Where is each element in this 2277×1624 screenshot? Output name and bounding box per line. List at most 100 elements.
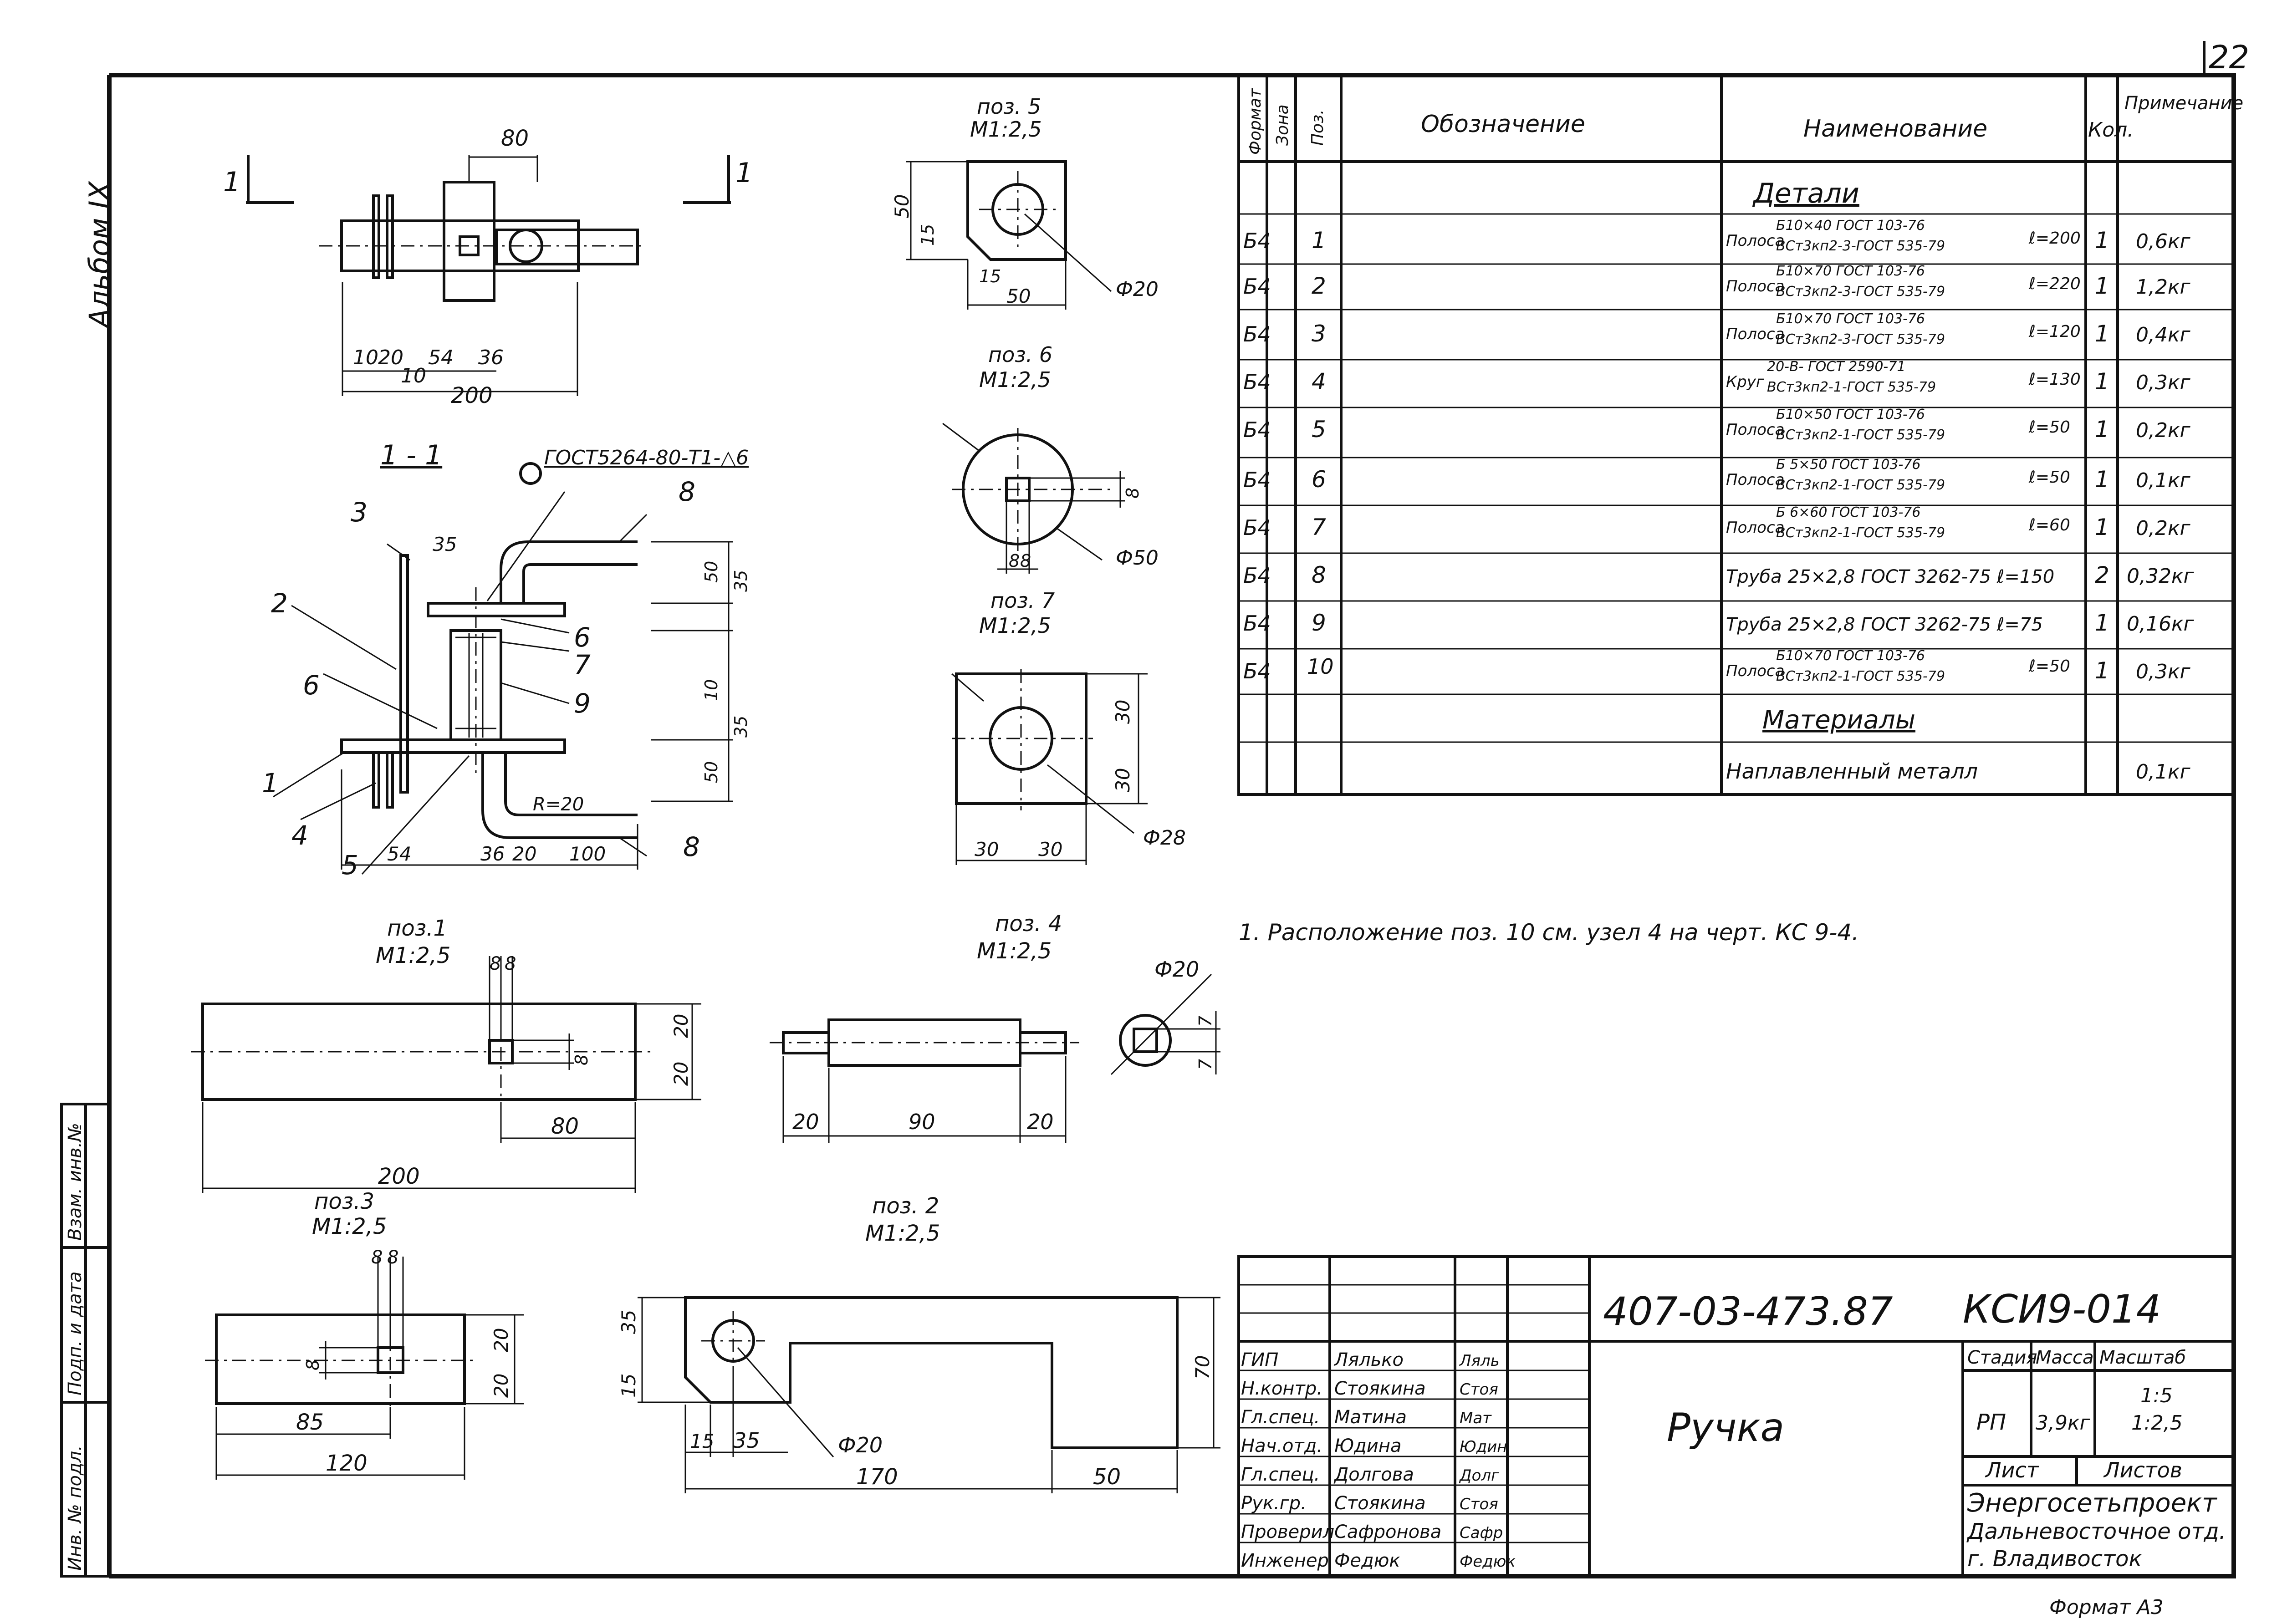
poz7-dim-30c: 30 [975,838,999,860]
person-name: Долгова [1333,1464,1414,1485]
poz4-dim-7b: 7 [1195,1059,1215,1070]
spec-row-name-bot: ВСт3кп2-1-ГОСТ 535-79 [1776,427,1945,443]
spec-row-name: Труба 25×2,8 ГОСТ 3262-75 ℓ=150 [1726,566,2054,587]
spec-row-format: Б4 [1243,417,1271,442]
poz1-dim-80: 80 [551,1114,579,1139]
spec-row-name-top: Б10×40 ГОСТ 103-76 [1776,218,1925,234]
spec-row-format: Б4 [1243,370,1271,394]
spec-row: Б4 6 Полоса Б 5×50 ГОСТ 103-76 ВСт3кп2-1… [1243,457,2191,493]
spec-rows: Б4 1 Полоса Б10×40 ГОСТ 103-76 ВСт3кп2-3… [1243,218,2195,684]
spec-row-note: 0,16кг [2127,612,2195,636]
signature-rows: ГИП Лялько Ляль Н.контр. Стоякина Стоя Г… [1241,1349,1516,1571]
spec-row-prefix: Полоса [1726,232,1784,250]
poz2-dim-35a: 35 [618,1310,640,1334]
spec-row-prefix: Полоса [1726,325,1784,343]
spec-row: Б4 3 Полоса Б10×70 ГОСТ 103-76 ВСт3кп2-3… [1243,311,2191,347]
weld-symbol-icon [519,462,542,485]
poz1-dim-8a: 8 [490,953,501,974]
spec-row-prefix: Полоса [1726,519,1784,537]
person-signature: Юдин [1460,1438,1507,1456]
poz5-dim-15a: 15 [918,224,938,246]
dim-sec-35a: 35 [731,570,751,592]
callout-5: 4 [291,820,308,851]
person-signature: Ляль [1459,1352,1500,1370]
drawing-note: 1. Расположение поз. 10 см. узел 4 на че… [1239,919,1859,946]
person-name: Стоякина [1334,1493,1426,1514]
poz3-scale: М1:2,5 [312,1214,387,1239]
spec-row-format: Б4 [1243,229,1271,253]
poz2-dim-dia: Ф20 [838,1433,883,1457]
callout-6b: 6 [574,622,591,653]
weld-note: ГОСТ5264-80-Т1-△6 [544,446,749,469]
person-name: Лялько [1333,1349,1404,1370]
spec-row-qty: 1 [2095,416,2109,443]
dim-top-20: 20 [378,346,403,369]
poz2-drawing [638,1296,1220,1493]
spec-row-note: 0,2кг [2136,517,2191,540]
spec-section-details: Детали [1752,178,1859,209]
spec-row-qty: 1 [2095,368,2109,395]
sheets-label: Листов [2103,1458,2182,1482]
person-name: Юдина [1334,1436,1402,1456]
spec-row-name-top: Б10×50 ГОСТ 103-76 [1776,407,1925,423]
section-view [273,491,733,875]
spec-header-format: Формат [1246,88,1265,155]
spec-row-prefix: Полоса [1726,662,1784,680]
poz6-scale: М1:2,5 [979,367,1051,392]
poz3-dim-8a: 8 [371,1247,383,1268]
dim-sec-radius: R=20 [533,794,584,815]
spec-row-format: Б4 [1243,274,1271,299]
role-label: ГИП [1241,1349,1278,1370]
spec-row-name-top: 20-В- ГОСТ 2590-71 [1767,359,1905,375]
spec-row-name-bot: ВСт3кп2-3-ГОСТ 535-79 [1776,238,1945,254]
spec-row-qty: 2 [2095,562,2109,588]
poz2-scale: М1:2,5 [865,1221,940,1246]
dim-top-54: 54 [428,346,454,369]
dim-sec-50a: 50 [701,561,721,583]
callout-1: 1 [262,768,279,799]
spec-row-prefix: Полоса [1726,277,1784,295]
poz1-dim-20a: 20 [670,1014,692,1038]
poz4-dim-dia: Ф20 [1154,957,1199,982]
role-label: Инженер [1241,1550,1329,1571]
spec-row-note: 0,32кг [2127,565,2195,588]
dim-sec-75: 10 [701,679,721,701]
callout-8a: 8 [679,476,695,507]
person-signature: Долг [1459,1466,1500,1485]
side-stamp-replace: Взам. инв.№ [65,1123,86,1241]
poz4-dim-20b: 20 [1027,1110,1054,1134]
poz6-dim-dia: Ф50 [1116,546,1159,570]
dim-top-36: 36 [478,346,504,369]
spec-material-note: 0,1кг [2136,760,2191,784]
spec-row-len: ℓ=200 [2028,229,2081,248]
spec-row-name-bot: ВСт3кп2-1-ГОСТ 535-79 [1776,477,1945,493]
spec-row-qty: 1 [2095,514,2109,540]
role-label: Гл.спец. [1241,1407,1320,1428]
title-block-grid [1237,1255,2235,1578]
spec-row-note: 0,4кг [2136,323,2191,346]
poz2-dim-35b: 35 [733,1428,760,1453]
callout-4: 5 [342,850,358,881]
section-title: 1 - 1 [380,439,442,471]
spec-row: Б4 9 Труба 25×2,8 ГОСТ 3262-75 ℓ=75 1 0,… [1243,610,2195,636]
poz1-drawing [191,956,701,1193]
mass-value: 3,9кг [2036,1411,2091,1435]
callout-8b: 8 [683,831,700,862]
poz7-dim-30b: 30 [1112,768,1134,792]
spec-row-note: 1,2кг [2136,275,2191,299]
poz4-dim-7a: 7 [1195,1016,1215,1027]
spec-row: Б4 1 Полоса Б10×40 ГОСТ 103-76 ВСт3кп2-3… [1243,218,2191,254]
poz4-dim-20a: 20 [792,1110,819,1134]
section-marker-left: 1 [223,166,240,198]
spec-row-pos: 10 [1307,654,1334,679]
person-name: Стоякина [1334,1378,1426,1399]
spec-row-format: Б4 [1243,515,1271,540]
spec-row-len: ℓ=60 [2028,516,2070,535]
spec-row-format: Б4 [1243,322,1271,346]
spec-row-prefix: Полоса [1726,471,1784,489]
sheet-label: Лист [1985,1458,2039,1482]
poz5-title: поз. 5 [977,94,1041,119]
org-name: Энергосетьпроект [1967,1488,2217,1518]
poz4-scale: М1:2,5 [977,938,1052,964]
